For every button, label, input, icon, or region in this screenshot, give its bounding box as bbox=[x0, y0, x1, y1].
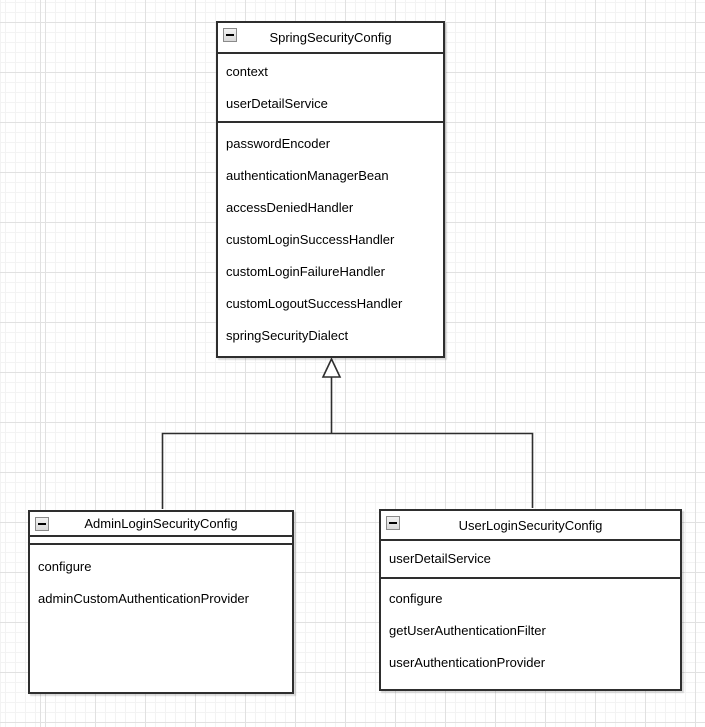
class-spring-security-config[interactable]: SpringSecurityConfig context userDetailS… bbox=[216, 21, 445, 358]
method-item[interactable]: accessDeniedHandler bbox=[226, 200, 354, 215]
methods-compartment: configure adminCustomAuthenticationProvi… bbox=[30, 545, 292, 692]
method-item[interactable]: configure bbox=[38, 559, 92, 574]
method-item[interactable]: adminCustomAuthenticationProvider bbox=[38, 591, 249, 606]
method-item[interactable]: configure bbox=[389, 591, 443, 606]
class-header: AdminLoginSecurityConfig bbox=[30, 512, 292, 537]
attribute-item[interactable]: userDetailService bbox=[389, 551, 491, 566]
method-item[interactable]: springSecurityDialect bbox=[226, 328, 349, 343]
class-header: UserLoginSecurityConfig bbox=[381, 511, 680, 541]
inheritance-edge-lines[interactable] bbox=[161, 377, 534, 509]
collapse-icon[interactable] bbox=[386, 516, 400, 530]
method-item[interactable]: authenticationManagerBean bbox=[226, 168, 389, 183]
method-item[interactable]: passwordEncoder bbox=[226, 136, 331, 151]
method-item[interactable]: userAuthenticationProvider bbox=[389, 655, 546, 670]
collapse-icon[interactable] bbox=[35, 517, 49, 531]
class-header: SpringSecurityConfig bbox=[218, 23, 443, 54]
class-user-login-security-config[interactable]: UserLoginSecurityConfig userDetailServic… bbox=[379, 509, 682, 691]
attribute-item[interactable]: userDetailService bbox=[226, 96, 328, 111]
method-item[interactable]: getUserAuthenticationFilter bbox=[389, 623, 546, 638]
attributes-compartment-empty bbox=[30, 537, 292, 545]
attributes-compartment: context userDetailService bbox=[218, 54, 443, 123]
methods-compartment: passwordEncoder authenticationManagerBea… bbox=[218, 123, 443, 356]
minus-icon bbox=[226, 34, 234, 36]
collapse-icon[interactable] bbox=[223, 28, 237, 42]
class-title: AdminLoginSecurityConfig bbox=[84, 516, 238, 531]
attribute-item[interactable]: context bbox=[226, 64, 268, 79]
class-admin-login-security-config[interactable]: AdminLoginSecurityConfig configure admin… bbox=[28, 510, 294, 694]
class-title: UserLoginSecurityConfig bbox=[458, 517, 603, 533]
attributes-compartment: userDetailService bbox=[381, 541, 680, 579]
inheritance-arrowhead-icon[interactable] bbox=[321, 357, 342, 378]
methods-compartment: configure getUserAuthenticationFilter us… bbox=[381, 579, 680, 689]
minus-icon bbox=[38, 523, 46, 525]
minus-icon bbox=[389, 522, 397, 524]
method-item[interactable]: customLoginFailureHandler bbox=[226, 264, 385, 279]
method-item[interactable]: customLoginSuccessHandler bbox=[226, 232, 395, 247]
class-title: SpringSecurityConfig bbox=[269, 30, 392, 45]
method-item[interactable]: customLogoutSuccessHandler bbox=[226, 296, 403, 311]
